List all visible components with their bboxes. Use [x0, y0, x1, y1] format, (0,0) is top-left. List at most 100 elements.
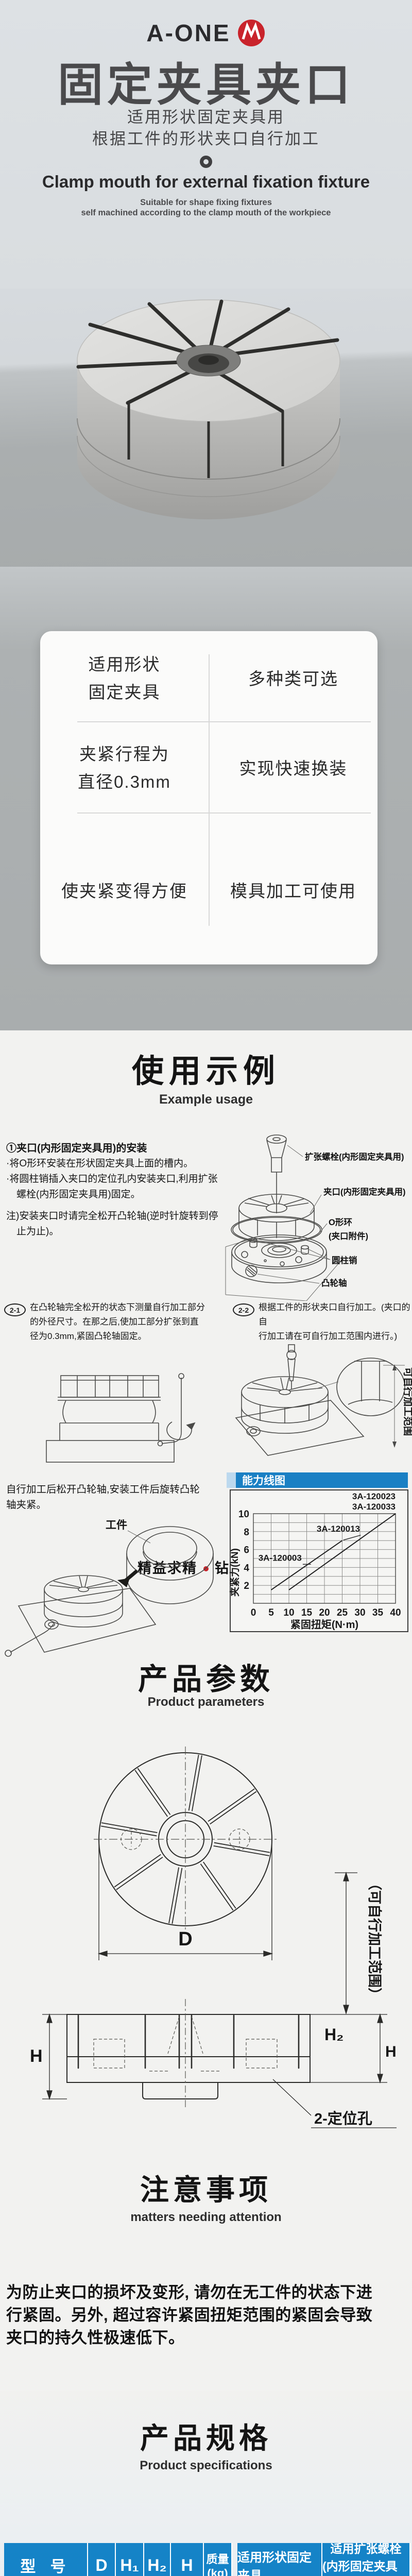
brand-logo: A-ONE	[0, 19, 412, 47]
spec-table-compatibility: 适用形状固定夹具适用扩张螺栓(内形固定夹具用)3A-1200013A-12000…	[237, 2542, 410, 2576]
divider	[209, 654, 210, 926]
hero-subtitle-1: 适用形状固定夹具用	[127, 108, 285, 126]
features-section: 适用形状 固定夹具 多种类可选 夹紧行程为 直径0.3mm 实现快速换装 使夹紧…	[0, 567, 412, 1576]
slot-line	[134, 1770, 168, 1817]
step-2-2-text: 根据工件的形状夹口自行加工。(夹口的自 行加工请在可自行加工范围内进行。)	[259, 1302, 410, 1341]
slot-line	[210, 1791, 257, 1825]
chart-header-title: 能力线图	[242, 1475, 285, 1487]
machinable-range-note: （可自行加工范围）	[367, 1876, 383, 2002]
chart-series-line	[288, 1513, 396, 1590]
attention-text-line: 行紧固。另外, 超过容许紧固扭矩范围的紧固会导致	[6, 2306, 373, 2324]
chart-x-tick: 35	[372, 1607, 384, 1618]
usage-section-title: 使用示例	[131, 1054, 280, 1089]
brand-name: A-ONE	[146, 20, 231, 46]
spec-header-fixture: 适用形状固定夹具	[237, 2543, 321, 2576]
step2-diagrams: 可自行加工范围	[46, 1344, 412, 1463]
params-section-title: 产品参数	[138, 1663, 274, 1696]
chart-y-tick: 8	[244, 1527, 249, 1538]
divider	[77, 721, 371, 722]
chart-x-tick: 25	[337, 1607, 348, 1618]
dim-h2-label: H₂	[324, 2025, 344, 2044]
hero-section: A-ONE 固定夹具夹口 适用形状固定夹具用 根据工件的形状夹口自行加工 Cla…	[0, 0, 412, 289]
slot-line	[203, 1861, 236, 1909]
hero-title-en: Clamp mouth for external fixation fixtur…	[42, 172, 370, 191]
chart-x-tick: 5	[268, 1607, 274, 1618]
collet-product-image	[76, 299, 340, 519]
chart-series-line	[270, 1540, 343, 1590]
chart-annotation-leader	[343, 1535, 361, 1541]
spec-table-dimensions: 型 号DH₁H₂H质量(kg)3A-12000365251028.50.23A-…	[4, 2543, 232, 2576]
workpiece-label: 工件	[106, 1519, 127, 1531]
spec-header-h: H	[171, 2543, 203, 2576]
spec-header-weight: 质量(kg)	[204, 2543, 231, 2576]
hero-subtitle-en-2: self machined according to the clamp mou…	[81, 208, 331, 217]
spec-header-model: 型 号	[4, 2543, 87, 2576]
chart-plot-border	[253, 1513, 396, 1604]
chart-annotation: 3A-120033	[352, 1502, 396, 1512]
step-2-1-text: 在凸轮轴完全松开的状态下测量自行加工部分 的外径尺寸。在那之后,使加工部分扩张到…	[30, 1302, 205, 1341]
usage-section-title-en: Example usage	[159, 1092, 253, 1107]
slot-line	[116, 1857, 163, 1890]
chart-x-axis-label: 紧固扭矩(N·m)	[290, 1618, 358, 1631]
step1-instructions: ①夹口(内形固定夹具用)的安装 ·将O形环安装在形状固定夹具上面的槽内。 ·将圆…	[6, 1143, 218, 1237]
specs-section-title: 产品规格	[140, 2422, 272, 2454]
chart-y-tick: 4	[244, 1563, 249, 1573]
feature-item: 适用形状 固定夹具	[88, 655, 161, 702]
slot-line	[168, 1867, 180, 1924]
slot-line	[171, 1868, 183, 1924]
attention-text-line: 夹口的持久性极速低下。	[6, 2329, 185, 2347]
spec-header-d: D	[88, 2543, 115, 2576]
hero-subtitle-en-1: Suitable for shape fixing fixtures	[140, 198, 272, 207]
diagram-label: (夹口附件)	[329, 1231, 368, 1241]
attention-section-title: 注意事项	[140, 2174, 272, 2206]
diagram-label: 夹口(内形固定夹具用)	[323, 1187, 406, 1197]
feature-item: 模具加工可使用	[230, 882, 356, 901]
diagram-label: 扩张螺栓(内形固定夹具用)	[305, 1151, 404, 1162]
params-section-title-en: Product parameters	[147, 1695, 265, 1709]
diagram-label: 圆柱销	[332, 1255, 357, 1265]
specs-section-title-en: Product specifications	[140, 2459, 272, 2472]
spec-header-bolt: 适用扩张螺栓(内形固定夹具用)	[322, 2542, 409, 2576]
machinable-range-label: 可自行加工范围	[402, 1367, 412, 1436]
chart-x-tick: 40	[390, 1607, 401, 1618]
product-photo-section: 夹口（内形固定夹具用）	[0, 289, 412, 855]
slot-line	[101, 1822, 158, 1834]
divider	[77, 812, 371, 814]
chart-header-bar	[236, 1472, 408, 1488]
slot-line	[188, 1754, 199, 1811]
red-dot-icon	[203, 1566, 209, 1571]
hero-subtitle-2: 根据工件的形状夹口自行加工	[92, 130, 320, 148]
feature-item: 使夹紧变得方便	[61, 882, 187, 901]
slot-line	[214, 1842, 270, 1853]
chart-header-accent	[227, 1472, 236, 1488]
chart-x-tick: 15	[301, 1607, 313, 1618]
dim-h-label: H	[30, 2046, 43, 2066]
spec-header-h2: H₂	[144, 2543, 170, 2576]
attention-text-line: 为防止夹口的损坏及变形, 请勿在无工件的状态下进	[6, 2283, 373, 2301]
workpiece-mounting-diagram: 工件	[5, 1519, 214, 1657]
features-card: 适用形状 固定夹具 多种类可选 夹紧行程为 直径0.3mm 实现快速换装 使夹紧…	[40, 631, 377, 964]
feature-item: 多种类可选	[248, 669, 338, 688]
chart-y-tick: 10	[238, 1509, 249, 1520]
chart-y-tick: 6	[244, 1545, 249, 1556]
spec-header-h1: H₁	[116, 2543, 143, 2576]
step-3-text: 自行加工后松开凸轮轴,安装工件后旋转凸轮 轴夹紧。	[6, 1484, 200, 1511]
exploded-assembly-diagram: 扩张螺栓(内形固定夹具用) 夹口(内形固定夹具用) O形环 (夹口附件) 圆柱销…	[225, 1134, 406, 1301]
slot-line	[191, 1755, 202, 1811]
slot-line	[208, 1788, 255, 1822]
slot-line	[100, 1825, 157, 1837]
diagram-label: 凸轮轴	[321, 1278, 347, 1288]
page-title: 固定夹具夹口	[57, 59, 354, 110]
technical-drawing: D H₂ （可自行加工范围）	[30, 1747, 397, 2128]
slot-line	[137, 1768, 171, 1815]
dim-d-label: D	[178, 1928, 192, 1950]
slot-line	[213, 1845, 270, 1856]
chart-x-tick: 0	[251, 1607, 256, 1618]
chart-x-tick: 20	[319, 1607, 330, 1618]
slot-line	[114, 1854, 161, 1888]
m-circle-logo-icon	[237, 20, 265, 46]
feature-item: 夹紧行程为 直径0.3mm	[78, 744, 171, 791]
